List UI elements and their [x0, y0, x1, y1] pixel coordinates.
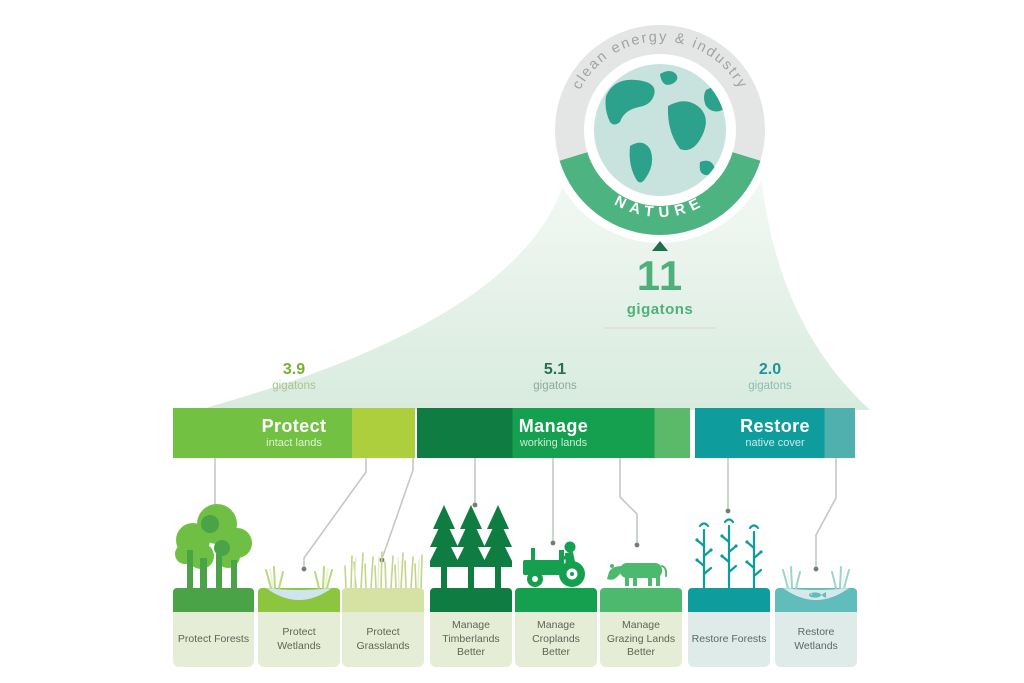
nature-arc-band	[559, 150, 761, 235]
restore-forest-ground	[688, 588, 770, 612]
broadleaf-trees-icon	[175, 504, 252, 588]
solution-card-manage-timberlands: Manage Timberlands Better	[430, 500, 512, 667]
protect-bar-title: Protect	[261, 416, 327, 436]
solution-card-manage-croplands: Manage Croplands Better	[515, 500, 597, 667]
manage-gigatons-label: 5.1 gigatons	[533, 361, 577, 392]
solution-label: Manage Croplands Better	[515, 612, 597, 667]
restore-bar-title: Restore	[740, 416, 810, 436]
solution-label: Protect Forests	[173, 612, 254, 667]
grassland-ground	[342, 588, 424, 612]
manage-category-bar: Manage working lands	[417, 408, 690, 458]
cow-icon	[607, 563, 668, 586]
total-underline	[604, 327, 716, 329]
solution-card-restore-wetlands: Restore Wetlands	[775, 500, 857, 667]
fish-icon	[809, 592, 826, 598]
forest-ground	[173, 588, 254, 612]
solution-label: Protect Grasslands	[342, 612, 424, 667]
solution-card-protect-wetlands: Protect Wetlands	[258, 500, 340, 667]
conifer-trees-icon	[430, 505, 512, 588]
protect-bar-subtitle: intact lands	[266, 437, 322, 449]
protect-gigatons-label: 3.9 gigatons	[272, 361, 316, 392]
timberland-ground	[430, 588, 512, 612]
up-arrow-icon	[652, 241, 668, 251]
solution-card-manage-grazing: Manage Grazing Lands Better	[600, 500, 682, 667]
tractor-icon	[523, 541, 585, 587]
restore-bar-subtitle: native cover	[745, 437, 805, 449]
solution-card-protect-forests: Protect Forests	[173, 500, 254, 667]
solution-card-protect-grasslands: Protect Grasslands	[342, 500, 424, 667]
solution-label: Manage Timberlands Better	[430, 612, 512, 667]
restore-category-bar: Restore native cover	[695, 408, 855, 458]
restore-gigatons-label: 2.0 gigatons	[748, 361, 792, 392]
wetland-icon	[265, 566, 333, 600]
solution-label: Protect Wetlands	[258, 612, 340, 667]
wetland-fish-icon	[782, 566, 850, 600]
solution-label: Restore Wetlands	[775, 612, 857, 667]
solution-label: Restore Forests	[688, 612, 770, 667]
manage-bar-title: Manage	[518, 416, 589, 436]
grazing-ground	[600, 588, 682, 612]
manage-bar-subtitle: working lands	[519, 437, 588, 449]
solution-label: Manage Grazing Lands Better	[600, 612, 682, 667]
total-gigatons-block: 11 gigatons	[590, 241, 730, 329]
globe-continents-icon	[605, 71, 726, 183]
protect-category-bar: Protect intact lands	[173, 408, 415, 458]
grassland-icon	[344, 551, 423, 588]
total-unit: gigatons	[626, 301, 694, 318]
solution-card-restore-forests: Restore Forests	[688, 500, 770, 667]
cropland-ground	[515, 588, 597, 612]
total-value: 11	[636, 252, 684, 299]
saplings-icon	[695, 518, 763, 588]
